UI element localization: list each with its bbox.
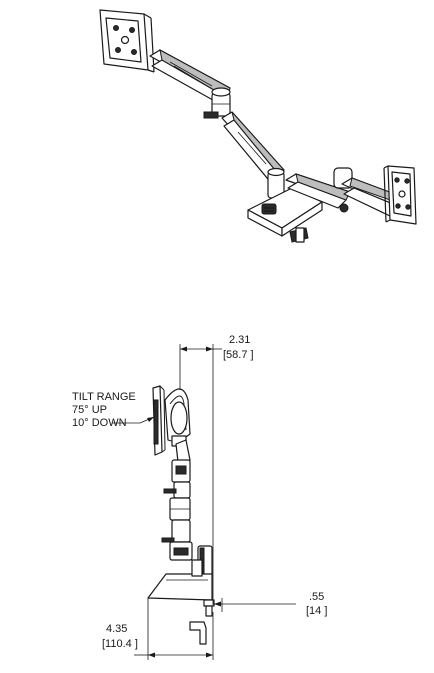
tilt-range-down: 10° DOWN <box>72 417 127 429</box>
side-column <box>161 439 193 561</box>
side-clamp <box>147 545 215 645</box>
center-forearm <box>221 111 285 185</box>
offset-metric: [14 ] <box>306 605 327 617</box>
tilt-range-up: 75° UP <box>72 404 107 416</box>
isometric-view <box>99 9 417 243</box>
width-metric: [58.7 ] <box>223 349 254 361</box>
width-imperial: 2.31 <box>229 334 250 346</box>
left-upper-arm <box>149 49 231 105</box>
dimension-lines <box>112 344 296 660</box>
depth-imperial: 4.35 <box>106 623 127 635</box>
tilt-range-title: TILT RANGE <box>72 391 136 403</box>
right-monitor-plate <box>383 165 417 225</box>
offset-imperial: .55 <box>309 591 324 603</box>
pole-and-base <box>247 167 323 243</box>
elbow-joint <box>203 87 231 119</box>
depth-metric: [110.4 ] <box>102 638 138 650</box>
side-monitor-plate <box>152 385 166 456</box>
side-view: TILT RANGE 75° UP 10° DOWN 2.31 [58.7 ] … <box>72 334 327 660</box>
depth-dimension-label: 4.35 [110.4 ] <box>102 623 138 650</box>
left-monitor-plate <box>99 9 155 73</box>
tilt-range-label: TILT RANGE 75° UP 10° DOWN <box>72 391 136 429</box>
width-dimension-label: 2.31 [58.7 ] <box>223 334 254 361</box>
offset-dimension-label: .55 [14 ] <box>306 591 327 617</box>
tilt-head <box>164 388 191 447</box>
